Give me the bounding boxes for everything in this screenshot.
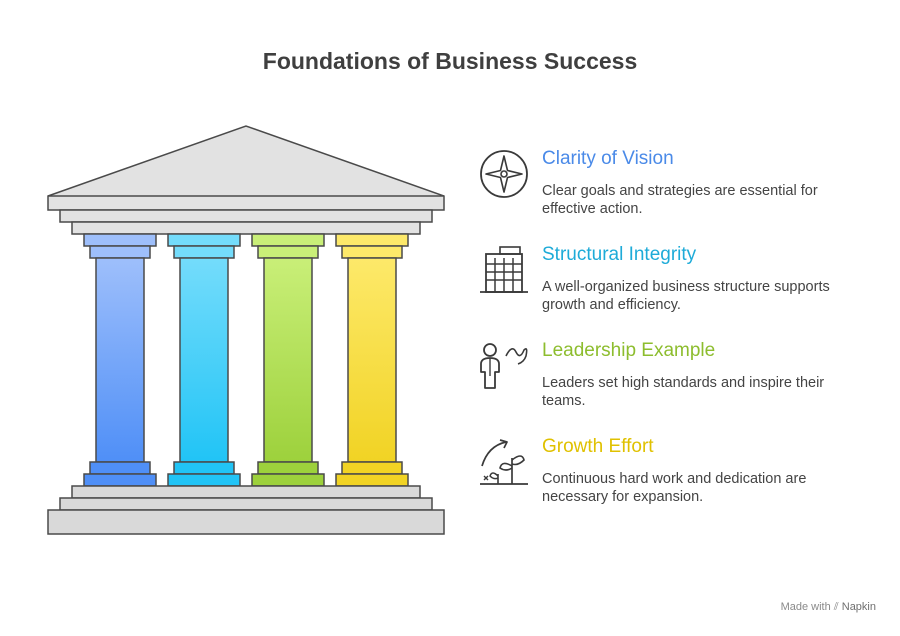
growth-plant-icon (480, 439, 528, 485)
column-2-base (173, 461, 235, 475)
entablature-upper (59, 209, 433, 223)
column-3-capital-top (251, 233, 325, 247)
column-2-plinth (167, 473, 241, 487)
pillar-item-structure: Structural Integrity A well-organized bu… (476, 244, 876, 324)
compass-icon (480, 150, 528, 198)
credit-brand: Napkin (841, 601, 876, 613)
base-step-top (71, 485, 421, 499)
pillar-item-vision: Clarity of Vision Clear goals and strate… (476, 148, 876, 228)
building-icon (480, 246, 528, 293)
column-3-capital (257, 245, 319, 259)
credit-made-with: Made with (780, 601, 831, 613)
column-2-capital (173, 245, 235, 259)
column-2-capital-top (167, 233, 241, 247)
heading-structure: Structural Integrity (542, 244, 697, 265)
description-leadership: Leaders set high standards and inspire t… (542, 375, 825, 409)
base-step-middle (59, 497, 433, 511)
column-4-plinth (335, 473, 409, 487)
heading-leadership: Leadership Example (542, 340, 716, 361)
column-2-shaft (179, 257, 229, 463)
column-3-plinth (251, 473, 325, 487)
base-step-bottom (47, 509, 445, 535)
column-3-base (257, 461, 319, 475)
description-vision: Clear goals and strategies are essential… (542, 183, 818, 217)
column-1-capital-top (83, 233, 157, 247)
column-1-capital (89, 245, 151, 259)
column-4-base (341, 461, 403, 475)
column-4-capital-top (335, 233, 409, 247)
entablature-lower (71, 221, 421, 235)
diagram-title: Foundations of Business Success (262, 48, 638, 74)
description-structure: A well-organized business structure supp… (542, 279, 830, 313)
column-3-shaft (263, 257, 313, 463)
column-1-base (89, 461, 151, 475)
column-1-shaft (95, 257, 145, 463)
heading-vision: Clarity of Vision (542, 148, 674, 169)
column-4-capital (341, 245, 403, 259)
description-growth: Continuous hard work and dedication are … (542, 471, 807, 505)
leader-icon (480, 343, 528, 389)
napkin-logo-icon: ⫽ (833, 601, 839, 613)
column-1-plinth (83, 473, 157, 487)
temple-diagram (47, 125, 445, 535)
napkin-credit: Made with ⫽ Napkin (781, 601, 876, 614)
pillar-item-leadership: Leadership Example Leaders set high stan… (476, 340, 876, 420)
column-4-shaft (347, 257, 397, 463)
heading-growth: Growth Effort (542, 436, 654, 457)
temple-roof (47, 125, 445, 211)
pillar-item-growth: Growth Effort Continuous hard work and d… (476, 436, 876, 516)
